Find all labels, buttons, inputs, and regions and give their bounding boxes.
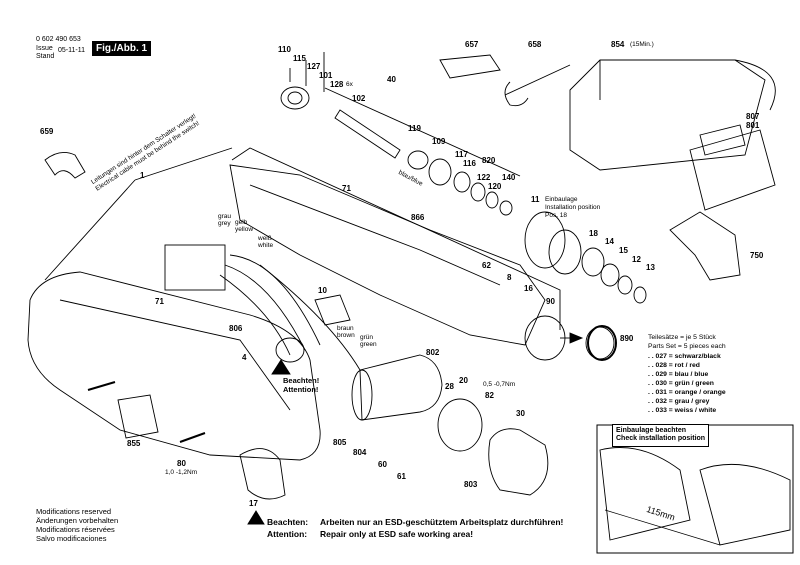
charge-time: (15Min.) (630, 41, 654, 48)
part-12: 12 (632, 255, 641, 264)
parts-set-row: . . 033 = weiss / white (648, 407, 717, 414)
parts-set-heading-de: Teilesätze = je 5 Stück (648, 334, 716, 341)
part-30: 30 (516, 409, 525, 418)
footer-line-2: Änderungen vorbehalten (36, 516, 119, 525)
parts-set-heading-en: Parts Set = 5 pieces each (648, 343, 726, 350)
part-71-left: 71 (155, 297, 164, 306)
part-40: 40 (387, 75, 396, 84)
part-80: 80 (177, 459, 186, 468)
part-1: 1 (140, 171, 145, 180)
issue-date: 05-11-11 (58, 47, 85, 54)
part-110: 110 (278, 45, 291, 54)
parts-set-row: . . 027 = schwarz/black (648, 353, 721, 360)
part-109: 109 (432, 137, 446, 146)
warning-text-en: Repair only at ESD safe working area! (320, 529, 474, 539)
part-658: 658 (528, 40, 542, 49)
figure-label: Fig./Abb. 1 (92, 41, 152, 56)
part-140: 140 (502, 173, 516, 182)
part-101: 101 (319, 71, 333, 80)
torque-note-80: 1,0 -1,2Nm (165, 469, 198, 476)
wire-grey-label: grau grey (218, 213, 232, 227)
part-20: 20 (459, 376, 468, 385)
part-62: 62 (482, 261, 491, 270)
warning-label-en: Attention: (267, 529, 308, 539)
part-61: 61 (397, 472, 406, 481)
footer-line-1: Modifications reserved (36, 507, 112, 516)
part-119: 119 (408, 124, 421, 133)
part-804: 804 (353, 448, 367, 457)
torque-note-82: 0,5 -0,7Nm (483, 381, 516, 388)
part-115: 115 (293, 54, 306, 63)
part-890: 890 (620, 334, 634, 343)
parts-set-row: . . 031 = orange / orange (648, 389, 726, 396)
part-8: 8 (507, 273, 512, 282)
part-60: 60 (378, 460, 387, 469)
part-854: 854 (611, 40, 625, 49)
footer-line-4: Salvo modificaciones (36, 534, 107, 543)
part-128-qty: 6x (346, 81, 353, 88)
part-657: 657 (465, 40, 479, 49)
part-16: 16 (524, 284, 533, 293)
check-installation-box: Einbaulage beachten Check installation p… (612, 424, 710, 447)
part-122: 122 (477, 173, 491, 182)
part-866: 866 (411, 213, 425, 222)
part-18: 18 (589, 229, 598, 238)
part-102: 102 (352, 94, 366, 103)
part-82: 82 (485, 391, 494, 400)
warning-label-de: Beachten: (267, 517, 309, 527)
part-120: 120 (488, 182, 502, 191)
part-10: 10 (318, 286, 327, 295)
part-659: 659 (40, 127, 54, 136)
part-28: 28 (445, 382, 454, 391)
part-4: 4 (242, 353, 247, 362)
parts-set-row: . . 029 = blau / blue (648, 371, 709, 378)
part-805: 805 (333, 438, 347, 447)
parts-set-row: . . 032 = grau / grey (648, 398, 710, 405)
wire-green-label: grün green (360, 334, 377, 348)
doc-number: 0 602 490 653 (36, 36, 81, 43)
part-806: 806 (229, 324, 243, 333)
footer-line-3: Modifications réservées (36, 525, 115, 534)
parts-set-row: . . 030 = grün / green (648, 380, 714, 387)
part-14: 14 (605, 237, 614, 246)
part-90: 90 (546, 297, 555, 306)
parts-set-row: . . 028 = rot / red (648, 362, 700, 369)
part-855: 855 (127, 439, 141, 448)
wire-brown-label: braun brown (337, 325, 355, 339)
part-128: 128 (330, 80, 344, 89)
part-13: 13 (646, 263, 655, 272)
issue-label: Issue Stand (36, 45, 55, 60)
wire-white-label: weiß white (258, 235, 274, 249)
part-750: 750 (750, 251, 764, 260)
esd-caution-label: Beachten! Attention! (283, 376, 320, 394)
installation-position-note: Einbaulage Installation position Pos. 18 (545, 196, 601, 219)
part-801: 801 (746, 121, 760, 130)
part-820: 820 (482, 156, 496, 165)
part-117: 117 (455, 150, 468, 159)
part-807: 807 (746, 112, 760, 121)
warning-text-de: Arbeiten nur an ESD-geschütztem Arbeitsp… (320, 517, 564, 527)
part-11: 11 (531, 195, 540, 204)
part-127: 127 (307, 62, 321, 71)
part-71-top: 71 (342, 184, 351, 193)
part-116: 116 (463, 159, 476, 168)
part-803: 803 (464, 480, 478, 489)
part-15: 15 (619, 246, 628, 255)
part-802: 802 (426, 348, 440, 357)
part-17: 17 (249, 499, 258, 508)
wire-yellow-label: gelb yellow (235, 219, 254, 233)
